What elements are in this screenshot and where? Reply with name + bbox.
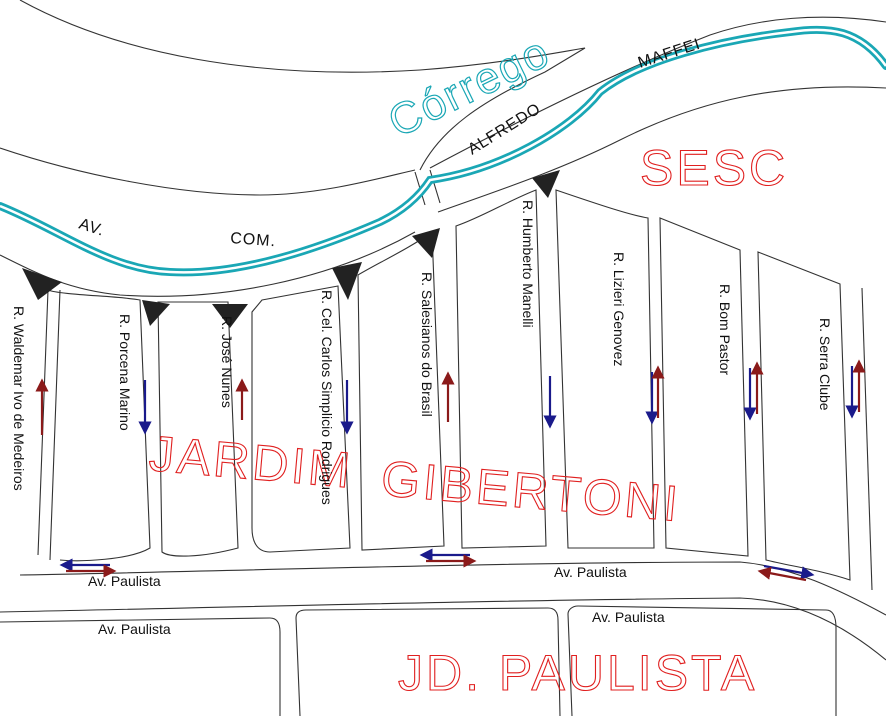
avenue-label-av: AV. xyxy=(77,216,107,240)
area-sesc: SESC xyxy=(640,140,788,196)
street-carlos: R. Cel. Carlos Simplicio Rodrigues xyxy=(319,290,335,505)
street-porcena: R. Porcena Marino xyxy=(117,314,133,431)
creek-label: Córrego xyxy=(381,27,558,147)
corner-hatches xyxy=(22,170,560,328)
street-serra-clube: R. Serra Clube xyxy=(817,318,833,411)
av-paulista-1: Av. Paulista xyxy=(88,573,161,589)
area-gibertoni: GIBERTONI xyxy=(379,450,683,532)
area-jd-paulista: JD. PAULISTA xyxy=(398,645,757,701)
creek xyxy=(0,25,886,277)
street-salesianos: R. Salesianos do Brasil xyxy=(419,272,435,417)
street-humberto: R. Humberto Manelli xyxy=(520,200,536,328)
av-paulista-3: Av. Paulista xyxy=(98,621,171,637)
street-waldemar: R. Waldemar Ivo de Medeiros xyxy=(11,306,27,491)
labels: Córrego AV. COM. ALFREDO MAFFEI SESC JAR… xyxy=(11,27,833,702)
avenue-label-maffei: MAFFEI xyxy=(636,36,703,72)
street-bom-pastor: R. Bom Pastor xyxy=(717,284,733,375)
av-paulista-2: Av. Paulista xyxy=(554,564,627,580)
street-jose-nunes: R. José Nunes xyxy=(219,316,235,408)
street-lizieri: R. Lizieri Genovez xyxy=(611,252,627,366)
av-paulista-4: Av. Paulista xyxy=(592,609,665,625)
traffic-arrows xyxy=(35,359,866,582)
avenue-label-com: COM. xyxy=(230,230,277,250)
